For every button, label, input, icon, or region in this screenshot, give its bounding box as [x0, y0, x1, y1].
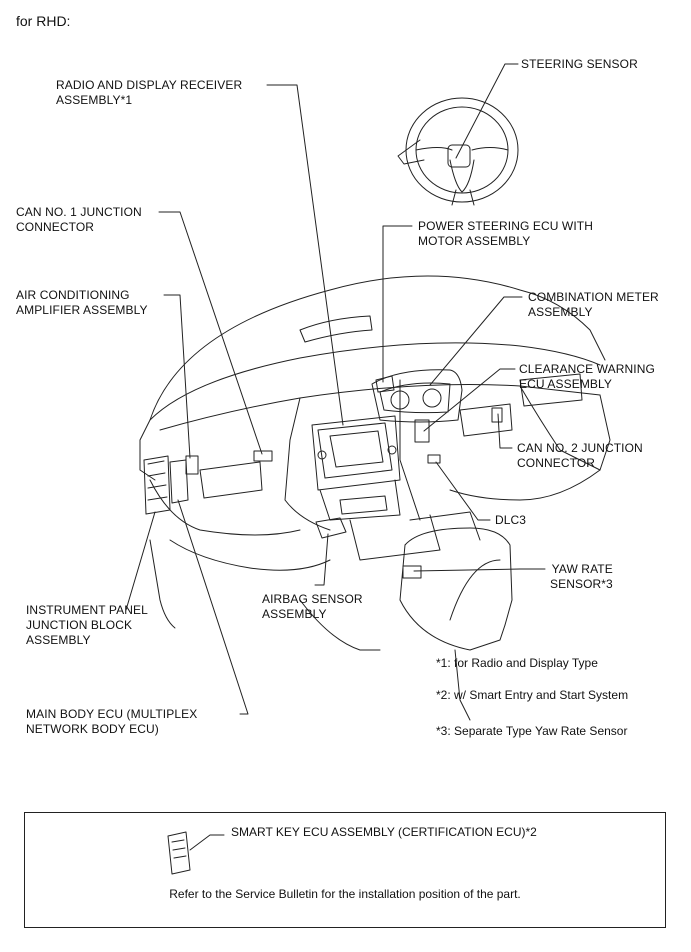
- clearance-warning-ecu-label: CLEARANCE WARNING ECU ASSEMBLY: [519, 362, 655, 391]
- can-no1-junction-connector-label: CAN NO. 1 JUNCTION CONNECTOR: [16, 205, 142, 234]
- yaw-rate-sensor-drawing: [402, 565, 422, 579]
- airbag-sensor-drawing: [315, 517, 347, 539]
- footnote-3: *3: Separate Type Yaw Rate Sensor: [436, 724, 628, 738]
- power-steering-ecu-label: POWER STEERING ECU WITH MOTOR ASSEMBLY: [418, 219, 593, 248]
- yaw-rate-sensor-label: YAW RATE SENSOR*3: [550, 562, 613, 591]
- combination-meter-drawing: [371, 369, 463, 423]
- component-blocks: [143, 407, 503, 579]
- smart-key-ecu-drawing: [167, 831, 191, 875]
- combination-meter-label: COMBINATION METER ASSEMBLY: [528, 290, 659, 319]
- diagram-header: for RHD:: [16, 13, 71, 29]
- service-bulletin-reference: Refer to the Service Bulletin for the in…: [169, 887, 521, 901]
- instrument-panel-junction-block-label: INSTRUMENT PANEL JUNCTION BLOCK ASSEMBLY: [26, 603, 148, 647]
- air-conditioning-amplifier-drawing: [185, 455, 199, 475]
- footnote-2: *2: w/ Smart Entry and Start System: [436, 688, 629, 702]
- main-body-ecu-label: MAIN BODY ECU (MULTIPLEX NETWORK BODY EC…: [26, 707, 198, 736]
- clearance-warning-ecu-drawing: [414, 419, 430, 443]
- center-console-drawing: [311, 415, 481, 561]
- main-body-ecu-drawing: [169, 459, 189, 504]
- dashboard-outline: [139, 275, 611, 651]
- airbag-sensor-label: AIRBAG SENSOR ASSEMBLY: [262, 592, 363, 621]
- steering-wheel-drawing: [397, 97, 519, 206]
- can2-connector-drawing: [491, 407, 503, 423]
- dlc3-label: DLC3: [495, 513, 527, 527]
- steering-sensor-label: STEERING SENSOR: [521, 57, 638, 71]
- leader-lines: [125, 63, 546, 851]
- can1-connector-drawing: [253, 450, 273, 462]
- dlc3-drawing: [427, 454, 441, 464]
- can-no2-junction-connector-label: CAN NO. 2 JUNCTION CONNECTOR: [517, 441, 643, 470]
- radio-display-receiver-label: RADIO AND DISPLAY RECEIVER ASSEMBLY*1: [56, 78, 243, 107]
- air-conditioning-amplifier-label: AIR CONDITIONING AMPLIFIER ASSEMBLY: [16, 288, 148, 317]
- instrument-panel-jb-drawing: [143, 455, 171, 515]
- floor-console-drawing: [399, 527, 513, 721]
- smart-key-ecu-box: SMART KEY ECU ASSEMBLY (CERTIFICATION EC…: [24, 812, 666, 928]
- footnote-1: *1: for Radio and Display Type: [436, 656, 598, 670]
- smart-key-ecu-label: SMART KEY ECU ASSEMBLY (CERTIFICATION EC…: [231, 825, 537, 839]
